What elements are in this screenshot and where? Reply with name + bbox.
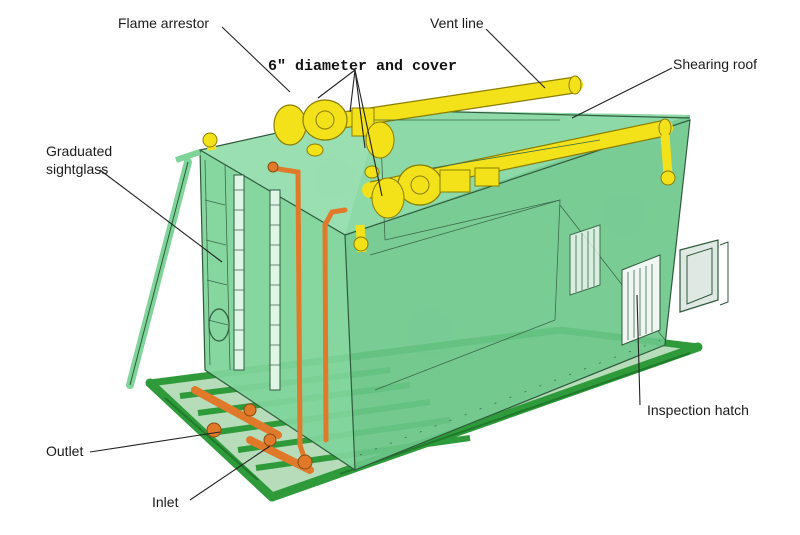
graduated-sightglass <box>233 174 281 391</box>
inlet-label: Inlet <box>152 494 179 510</box>
ladder <box>126 149 231 389</box>
orange-piping <box>191 161 348 474</box>
sightglass-label-line2: sightglass <box>46 161 108 177</box>
vent-line-label: Vent line <box>430 15 484 31</box>
graduated-label-line1: Graduated <box>46 143 112 159</box>
inspection-hatch-label: Inspection hatch <box>647 402 749 418</box>
inspection-hatch <box>569 224 661 346</box>
leader-lines <box>89 26 673 501</box>
outlet-label: Outlet <box>46 443 83 459</box>
flame-arrestor <box>273 99 500 219</box>
diameter-cover-label: 6″ diameter and cover <box>268 58 457 75</box>
flame-arrestor-label: Flame arrestor <box>118 15 209 31</box>
side-cover <box>679 239 729 313</box>
shearing-roof-label: Shearing roof <box>673 56 757 72</box>
